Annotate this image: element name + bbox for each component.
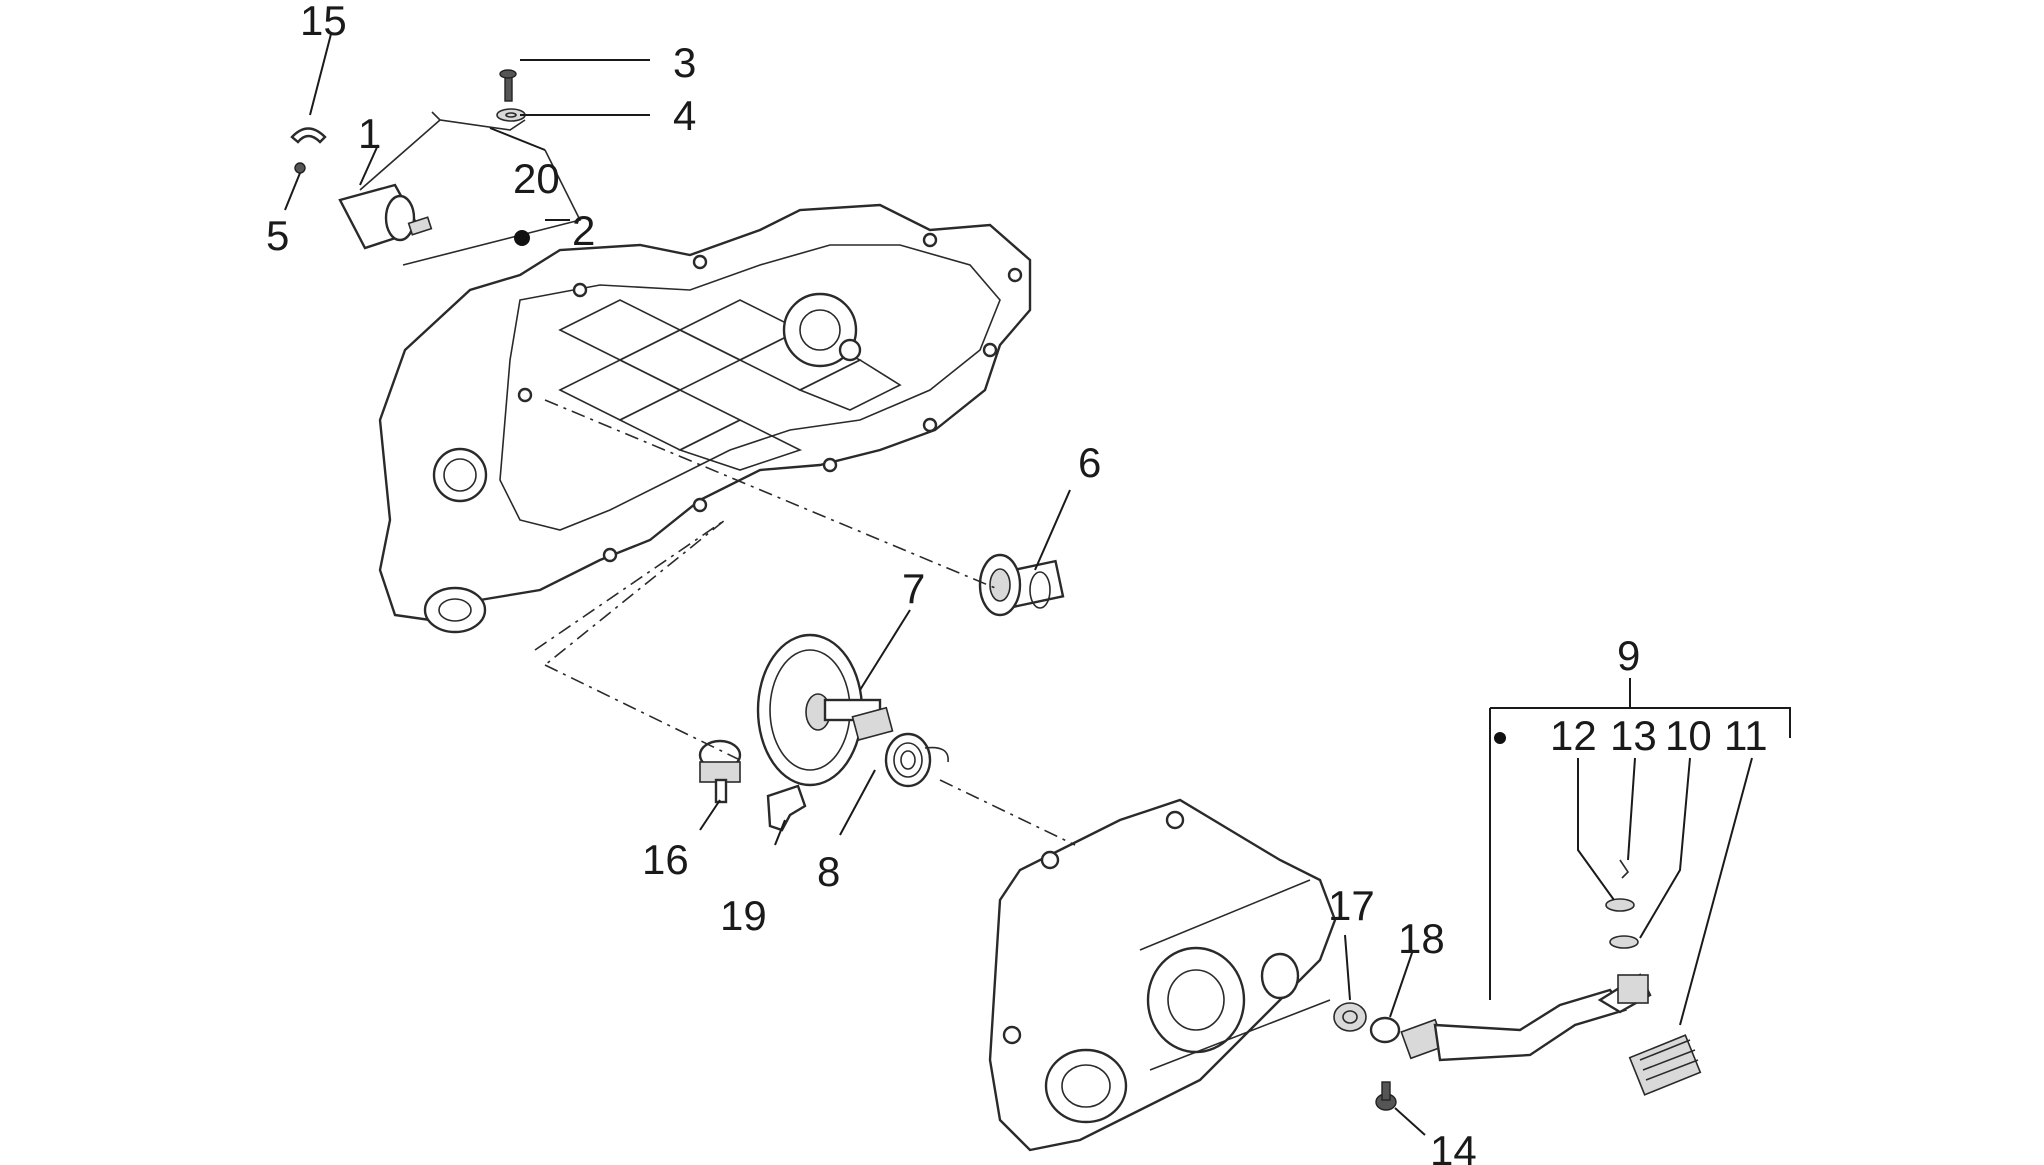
callout-6: 6 bbox=[1078, 439, 1101, 486]
washer-12 bbox=[1605, 898, 1635, 912]
washer-17 bbox=[1333, 1002, 1367, 1032]
transmission-cover bbox=[988, 798, 1337, 1152]
callout-7: 7 bbox=[902, 565, 925, 612]
kit-bracket-2 bbox=[402, 149, 582, 266]
starter-cable bbox=[359, 111, 526, 191]
pin-13 bbox=[1619, 859, 1630, 879]
callout-labels: 15 3 4 1 20 5 2 6 7 9 12 13 10 11 16 8 1… bbox=[266, 0, 1768, 1165]
crankcase-housing bbox=[378, 203, 1032, 634]
seal-18 bbox=[1369, 1016, 1401, 1044]
clip-15 bbox=[290, 127, 327, 144]
callout-3: 3 bbox=[673, 39, 696, 86]
rubber-pedal-11 bbox=[1628, 1034, 1702, 1096]
callout-13: 13 bbox=[1610, 712, 1657, 759]
callout-18: 18 bbox=[1398, 915, 1445, 962]
spring-8 bbox=[884, 732, 949, 788]
kickstart-gear-7 bbox=[756, 633, 894, 787]
callout-17: 17 bbox=[1328, 882, 1375, 929]
kit-marker-dot bbox=[1494, 732, 1506, 744]
callout-15: 15 bbox=[300, 0, 347, 44]
callout-9: 9 bbox=[1617, 632, 1640, 679]
kickstart-lever-9 bbox=[1400, 973, 1652, 1062]
bolt-14 bbox=[1375, 1081, 1397, 1111]
starter-motor bbox=[294, 162, 433, 250]
callout-14: 14 bbox=[1430, 1127, 1477, 1165]
callout-16: 16 bbox=[642, 836, 689, 883]
callout-5: 5 bbox=[266, 212, 289, 259]
assembly-lines bbox=[534, 399, 1076, 846]
pinion-gear-6 bbox=[978, 553, 1065, 617]
washer-10 bbox=[1609, 935, 1639, 949]
callout-11: 11 bbox=[1724, 712, 1768, 759]
gear-16 bbox=[698, 739, 742, 804]
screw-3 bbox=[499, 69, 517, 102]
callout-2: 2 bbox=[572, 207, 595, 254]
callout-20: 20 bbox=[513, 155, 560, 202]
callout-10: 10 bbox=[1665, 712, 1712, 759]
callout-19: 19 bbox=[720, 892, 767, 939]
callout-12: 12 bbox=[1550, 712, 1597, 759]
callout-1: 1 bbox=[358, 110, 381, 157]
shim-19 bbox=[766, 784, 807, 832]
leader-lines bbox=[284, 33, 1791, 1136]
callout-4: 4 bbox=[673, 92, 696, 139]
callout-8: 8 bbox=[817, 848, 840, 895]
